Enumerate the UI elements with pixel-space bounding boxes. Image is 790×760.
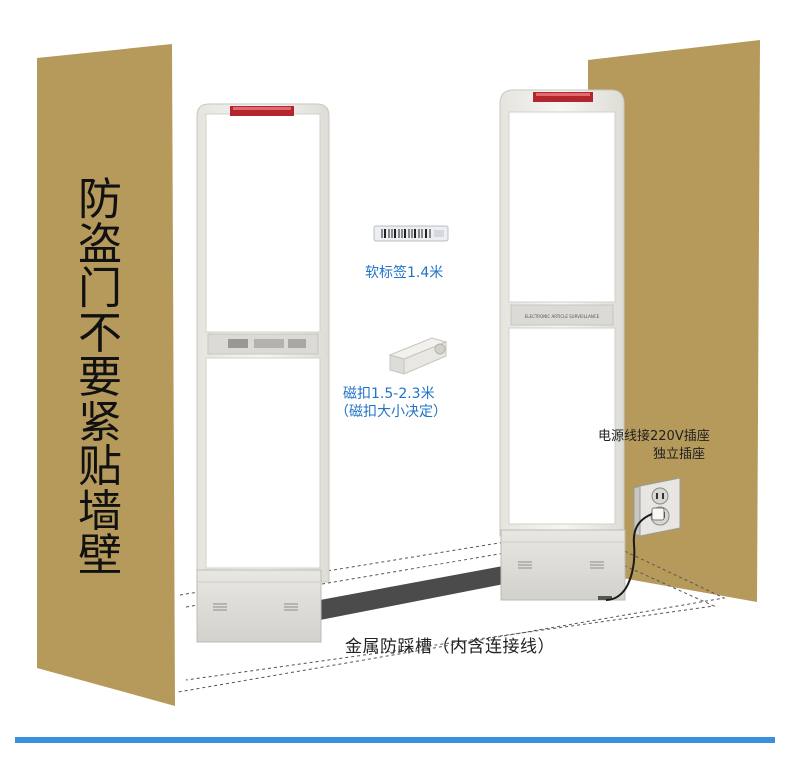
right-gate	[499, 89, 625, 537]
left-wall	[37, 44, 175, 706]
magnetic-clip-image	[388, 337, 448, 375]
magnetic-clip-note: （磁扣大小决定）	[335, 404, 447, 420]
left-base	[196, 569, 322, 643]
warning-char: 贴	[78, 441, 122, 492]
warning-char: 墙	[78, 485, 122, 537]
groove-label: 金属防踩槽（内含连接线）	[345, 637, 555, 657]
warning-char: 防	[78, 174, 122, 225]
soft-tag-image	[373, 225, 449, 242]
warning-vertical-text: 防 盗 门 不 要 紧 贴 墙 壁	[70, 174, 130, 581]
metal-groove	[320, 566, 504, 620]
warning-char: 壁	[78, 530, 122, 581]
power-label: 电源线接220V插座	[598, 429, 710, 444]
bottom-divider-bar	[15, 737, 775, 743]
right-alarm-light	[533, 92, 593, 102]
warning-char: 要	[78, 352, 122, 403]
warning-char: 不	[78, 307, 122, 359]
power-label-note: 独立插座	[653, 447, 706, 462]
right-base	[500, 529, 626, 601]
power-cord	[605, 513, 653, 601]
left-gate	[196, 103, 330, 583]
soft-tag-label: 软标签1.4米	[365, 265, 444, 281]
left-alarm-light	[230, 106, 294, 116]
warning-char: 紧	[78, 396, 122, 448]
floor-outline	[177, 541, 726, 693]
warning-char: 盗	[78, 218, 122, 270]
magnetic-clip-label: 磁扣1.5-2.3米	[343, 386, 435, 402]
power-socket-icon	[633, 477, 681, 537]
right-wall	[588, 40, 760, 602]
warning-char: 门	[78, 263, 122, 314]
right-panel-text: ELECTRONIC ARTICLE SURVEILLANCE	[525, 314, 600, 319]
